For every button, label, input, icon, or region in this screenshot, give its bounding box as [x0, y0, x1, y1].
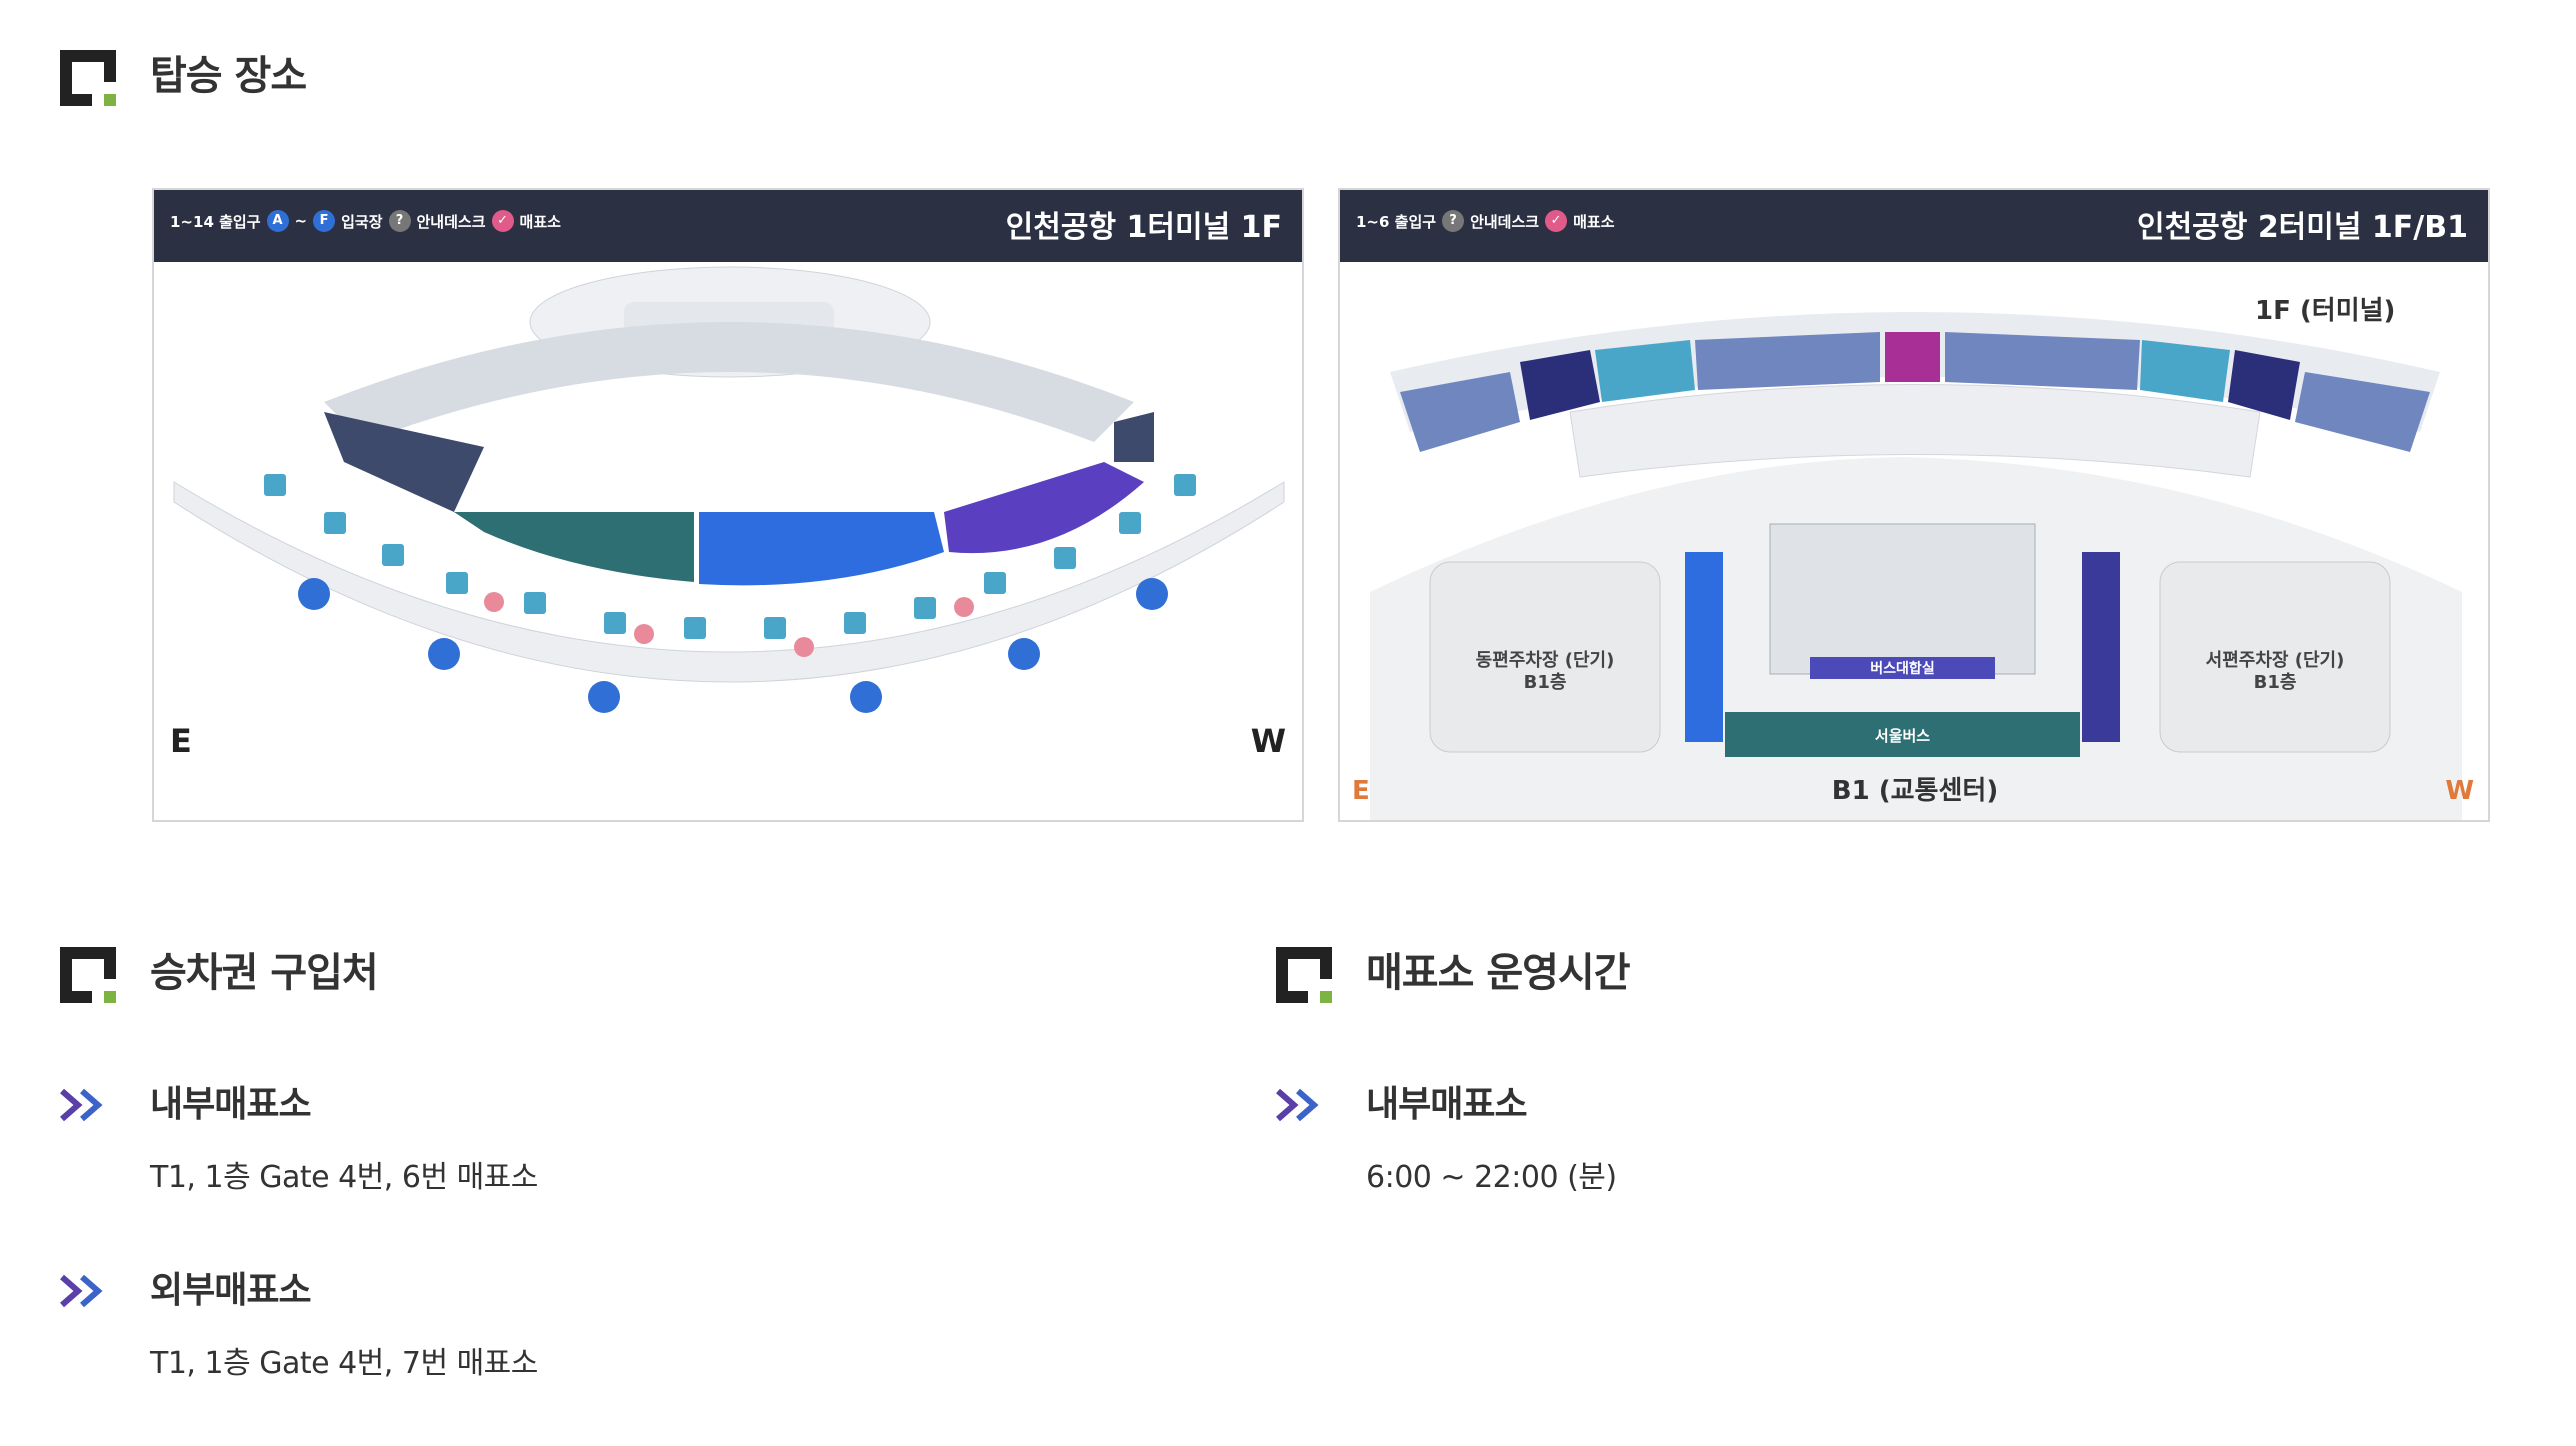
section-marker-icon — [60, 50, 116, 106]
legend-sep: ~ — [294, 212, 308, 230]
ticket-office-icon: ✓ — [491, 210, 514, 232]
legend-info: 안내데스크 — [416, 212, 486, 231]
terminal2-west-label: W — [2445, 776, 2474, 806]
legend-arrival-from: A — [266, 210, 289, 232]
hours-item-text: 6:00 ~ 22:00 (분) — [1366, 1160, 1617, 1195]
terminal1-map-header: 1~14 출입구 A ~ F 입국장 ? 안내데스크 ✓ 매표소 인천공항 1터… — [154, 190, 1302, 262]
legend-ticket: 매표소 — [519, 212, 561, 231]
legend-gates: 1~6 출입구 — [1356, 212, 1437, 231]
terminal1-east-label: E — [170, 722, 192, 760]
terminal2-parking-west: 서편주차장 (단기) B1층 — [2205, 650, 2345, 693]
boarding-section-title: 탑승 장소 — [150, 53, 307, 99]
hours-section-title: 매표소 운영시간 — [1366, 950, 1631, 996]
terminal1-map-drawing — [173, 266, 1285, 713]
terminal2-floor-1f-label: 1F (터미널) — [2255, 296, 2396, 326]
purchase-item-text: T1, 1층 Gate 4번, 7번 매표소 — [150, 1346, 538, 1381]
terminal1-map-title: 인천공항 1터미널 1F — [1005, 210, 1282, 245]
terminal2-east-label: E — [1352, 776, 1370, 806]
legend-arrival: 입국장 — [341, 212, 383, 231]
purchase-section-title: 승차권 구입처 — [150, 950, 379, 996]
info-desk-icon: ? — [1442, 210, 1465, 232]
terminal2-seoul-bus: 서울버스 — [1874, 727, 1931, 745]
terminal2-bus-hall: 버스대합실 — [1870, 661, 1935, 677]
purchase-item-title: 외부매표소 — [150, 1270, 312, 1311]
terminal2-floor-b1-label: B1 (교통센터) — [1831, 776, 1999, 806]
terminal1-west-label: W — [1250, 722, 1286, 760]
terminal2-map: 1~6 출입구 ? 안내데스크 ✓ 매표소 인천공항 2터미널 1F/B1 1F… — [1338, 188, 2490, 822]
double-chevron-icon — [1276, 1088, 1319, 1122]
legend-gates: 1~14 출입구 — [170, 212, 261, 231]
terminal2-map-title: 인천공항 2터미널 1F/B1 — [2136, 210, 2468, 245]
section-marker-icon — [1276, 947, 1332, 1003]
terminal2-map-drawing — [1370, 312, 2462, 820]
double-chevron-icon — [60, 1274, 103, 1308]
double-chevron-icon — [60, 1088, 103, 1122]
purchase-item-title: 내부매표소 — [150, 1084, 312, 1125]
purchase-item-text: T1, 1층 Gate 4번, 6번 매표소 — [150, 1160, 538, 1195]
legend-arrival-to: F — [313, 210, 336, 232]
zone-seoul-bus — [454, 512, 694, 582]
legend-ticket: 매표소 — [1573, 212, 1615, 231]
zone-regional-bus — [944, 462, 1144, 554]
zone-gyeonggi-bus — [699, 512, 944, 586]
terminal2-parking-east: 동편주차장 (단기) B1층 — [1475, 650, 1615, 693]
terminal2-map-header: 1~6 출입구 ? 안내데스크 ✓ 매표소 인천공항 2터미널 1F/B1 — [1340, 190, 2488, 262]
terminal1-map: 1~14 출입구 A ~ F 입국장 ? 안내데스크 ✓ 매표소 인천공항 1터… — [152, 188, 1304, 822]
legend-info: 안내데스크 — [1470, 212, 1540, 231]
zone-incheon-east — [324, 412, 484, 512]
terminal2-legend: 1~6 출입구 ? 안내데스크 ✓ 매표소 — [1356, 210, 1615, 232]
info-desk-icon: ? — [388, 210, 411, 232]
section-marker-icon — [60, 947, 116, 1003]
ticket-office-icon: ✓ — [1545, 210, 1568, 232]
hours-item-title: 내부매표소 — [1366, 1084, 1528, 1125]
terminal1-legend: 1~14 출입구 A ~ F 입국장 ? 안내데스크 ✓ 매표소 — [170, 210, 561, 232]
